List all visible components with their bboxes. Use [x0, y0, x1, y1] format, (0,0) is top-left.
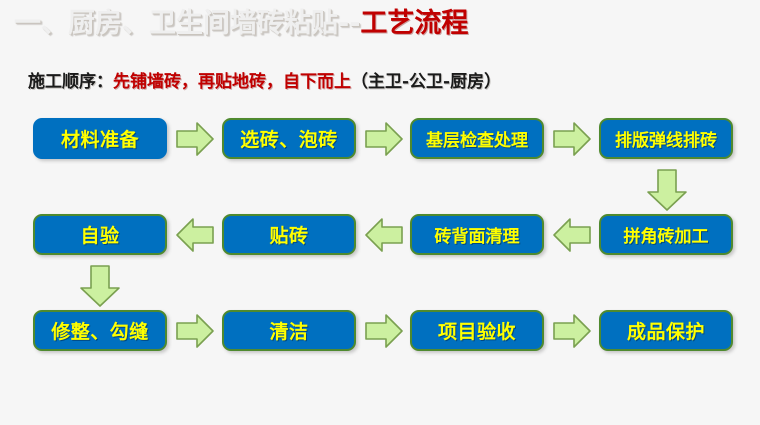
flow-node-label: 贴砖: [269, 225, 309, 247]
flow-node-base-inspection-treatment[interactable]: 基层检查处理: [410, 118, 544, 159]
arrow-left-icon: [364, 217, 404, 253]
flow-node-finished-product-protection[interactable]: 成品保护: [599, 310, 733, 351]
flow-node-label: 基层检查处理: [426, 131, 528, 151]
flow-node-label: 修整、勾缝: [51, 321, 149, 343]
flow-node-corner-tile-processing[interactable]: 拼角砖加工: [599, 214, 733, 255]
subtitle-label: 施工顺序：: [28, 72, 113, 92]
arrow-right-icon: [175, 313, 215, 349]
page-title-accent: 工艺流程: [360, 8, 469, 39]
flow-node-project-acceptance[interactable]: 项目验收: [410, 310, 544, 351]
construction-sequence-subtitle: 施工顺序：先铺墙砖，再贴地砖，自下而上（主卫-公卫-厨房）: [28, 68, 501, 96]
page-title-main: 一、厨房、卫生间墙砖粘贴--: [14, 8, 361, 39]
flow-node-cleaning[interactable]: 清洁: [222, 310, 356, 351]
arrow-right-icon: [552, 121, 592, 157]
flow-node-label: 项目验收: [437, 321, 516, 343]
flow-node-material-preparation[interactable]: 材料准备: [33, 118, 167, 159]
flow-node-label: 选砖、泡砖: [240, 129, 338, 151]
flow-node-label: 材料准备: [60, 129, 139, 151]
subtitle-suffix: （主卫-公卫-厨房）: [351, 72, 502, 92]
page-title: 一、厨房、卫生间墙砖粘贴--工艺流程: [14, 4, 754, 44]
arrow-left-icon: [175, 217, 215, 253]
arrow-right-icon: [364, 313, 404, 349]
flow-node-tile-back-cleaning[interactable]: 砖背面清理: [410, 214, 544, 255]
flow-node-tile-selection-soaking[interactable]: 选砖、泡砖: [222, 118, 356, 159]
arrow-left-icon: [552, 217, 592, 253]
arrow-right-icon: [364, 121, 404, 157]
arrow-down-icon: [645, 168, 689, 212]
flow-node-label: 排版弹线排砖: [615, 131, 717, 151]
flow-node-label: 成品保护: [626, 321, 705, 343]
flow-node-label: 砖背面清理: [434, 227, 520, 247]
flow-node-label: 拼角砖加工: [623, 227, 709, 247]
flow-node-repair-pointing[interactable]: 修整、勾缝: [33, 310, 167, 351]
arrow-down-icon: [78, 264, 122, 308]
flow-node-label: 清洁: [269, 321, 309, 343]
flow-node-self-inspection[interactable]: 自验: [33, 214, 167, 255]
flow-node-tile-pasting[interactable]: 贴砖: [222, 214, 356, 255]
flow-node-layout-snapline-tiling[interactable]: 排版弹线排砖: [599, 118, 733, 159]
flow-node-label: 自验: [80, 225, 120, 247]
arrow-right-icon: [175, 121, 215, 157]
subtitle-highlight: 先铺墙砖，再贴地砖，自下而上: [113, 72, 351, 92]
arrow-right-icon: [552, 313, 592, 349]
